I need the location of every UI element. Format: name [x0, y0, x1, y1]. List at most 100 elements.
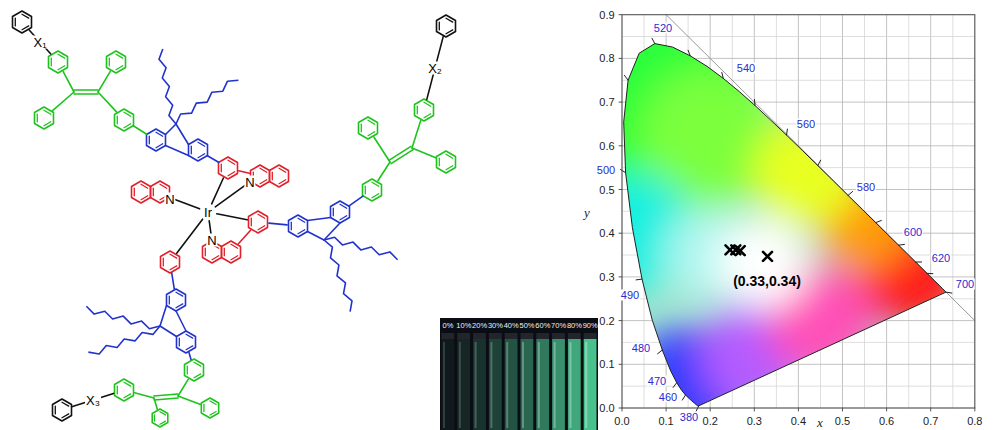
axis-tick: 0.6: [599, 140, 614, 151]
double-bond-line: [141, 184, 148, 188]
bond-line: [217, 214, 247, 220]
axis-tick: 0.4: [791, 416, 806, 427]
wavelength-tick: [621, 170, 626, 173]
double-bond-line: [340, 216, 347, 220]
axis-title: x: [817, 416, 823, 429]
vial-body: [521, 339, 534, 430]
bond-line: [29, 30, 50, 54]
vial-cap: [473, 333, 486, 339]
double-bond-line: [251, 218, 252, 226]
double-bond-line: [446, 30, 453, 34]
wavelength-label: 700: [955, 279, 975, 290]
double-bond-line: [163, 258, 164, 266]
double-bond-line: [272, 172, 273, 180]
benzene-ring: [35, 107, 54, 129]
bond-line: [189, 353, 191, 360]
wavelength-tick: [658, 350, 663, 354]
axis-tick-mark: [798, 408, 799, 411]
benzene-ring: [115, 109, 134, 131]
double-bond-line: [15, 18, 16, 26]
vial-cap: [442, 333, 455, 339]
double-bond-line: [51, 58, 52, 66]
double-bond-line: [228, 160, 235, 164]
double-bond-line: [156, 132, 163, 136]
vial-body: [473, 339, 486, 430]
bond-line: [207, 156, 218, 163]
vial-body: [584, 339, 597, 430]
metal-label: Ir: [203, 206, 213, 219]
benzene-ring: [13, 11, 32, 33]
double-bond-line: [372, 194, 379, 198]
double-bond-line: [446, 18, 453, 22]
bond-line: [154, 398, 178, 400]
double-bond-line: [298, 230, 305, 234]
double-bond-line: [340, 204, 347, 208]
double-bond-line: [368, 132, 375, 136]
benzene-ring: [115, 379, 134, 401]
double-bond-line: [439, 22, 440, 30]
benzene-ring: [167, 289, 186, 311]
wavelength-tick: [688, 50, 690, 56]
concentration-label: 50%: [520, 322, 535, 329]
axis-tick-mark: [619, 145, 622, 146]
wavelength-tick: [652, 38, 655, 43]
substituent-label: X₁: [32, 36, 47, 49]
axis-tick-mark: [930, 408, 931, 411]
plot-frame: [622, 15, 975, 408]
concentration-label: 20%: [472, 322, 487, 329]
color-blob: [752, 117, 862, 227]
benzene-ring: [53, 399, 72, 421]
wavelength-label: 580: [856, 182, 876, 193]
coordinate-label: (0.33,0.34): [733, 274, 801, 288]
axis-tick-mark: [619, 364, 622, 365]
axis-tick: 0.8: [967, 416, 982, 427]
benzene-ring: [152, 409, 168, 427]
vial-body: [489, 339, 502, 430]
axis-tick-mark: [619, 320, 622, 321]
vial-body: [552, 339, 565, 430]
double-bond-line: [365, 186, 366, 194]
double-bond-line: [170, 254, 177, 258]
atom-label: N: [164, 193, 175, 206]
axis-tick-mark: [619, 58, 622, 59]
octyl-chain: [88, 326, 160, 354]
double-bond-line: [439, 158, 440, 166]
double-bond-line: [169, 296, 170, 304]
octyl-chain: [86, 306, 160, 329]
double-bond-line: [170, 266, 177, 270]
bond-line: [166, 124, 177, 135]
vial-body: [442, 339, 455, 430]
bond-line: [73, 393, 114, 406]
axis-tick-mark: [886, 408, 887, 411]
double-bond-line: [124, 112, 131, 116]
vial-cap: [584, 333, 597, 339]
double-bond-line: [260, 168, 267, 172]
wavelength-label: 600: [903, 227, 923, 238]
bond-line: [74, 89, 98, 91]
axis-tick-mark: [974, 408, 975, 411]
double-bond-line: [117, 386, 118, 394]
double-bond-line: [149, 136, 150, 144]
wavelength-label: 540: [736, 63, 756, 74]
vial-cap: [489, 333, 502, 339]
benzene-ring: [331, 201, 350, 223]
axis-tick: 0.5: [599, 184, 614, 195]
vial-body: [505, 339, 518, 430]
concentration-label: 80%: [567, 322, 582, 329]
double-bond-line: [205, 248, 206, 256]
vial-highlight: [443, 342, 445, 428]
axis-tick: 0.0: [614, 416, 629, 427]
bond-line: [174, 199, 199, 209]
substituent-label: X₃: [85, 394, 101, 407]
double-bond-line: [368, 120, 375, 124]
vial-cap: [505, 333, 518, 339]
wavelength-tick: [625, 75, 629, 80]
double-bond-line: [109, 58, 110, 66]
axis-tick: 0.1: [599, 359, 614, 370]
octyl-chain: [176, 80, 238, 124]
wavelength-label: 560: [796, 119, 816, 130]
double-bond-line: [156, 144, 163, 148]
double-bond-line: [258, 226, 265, 230]
